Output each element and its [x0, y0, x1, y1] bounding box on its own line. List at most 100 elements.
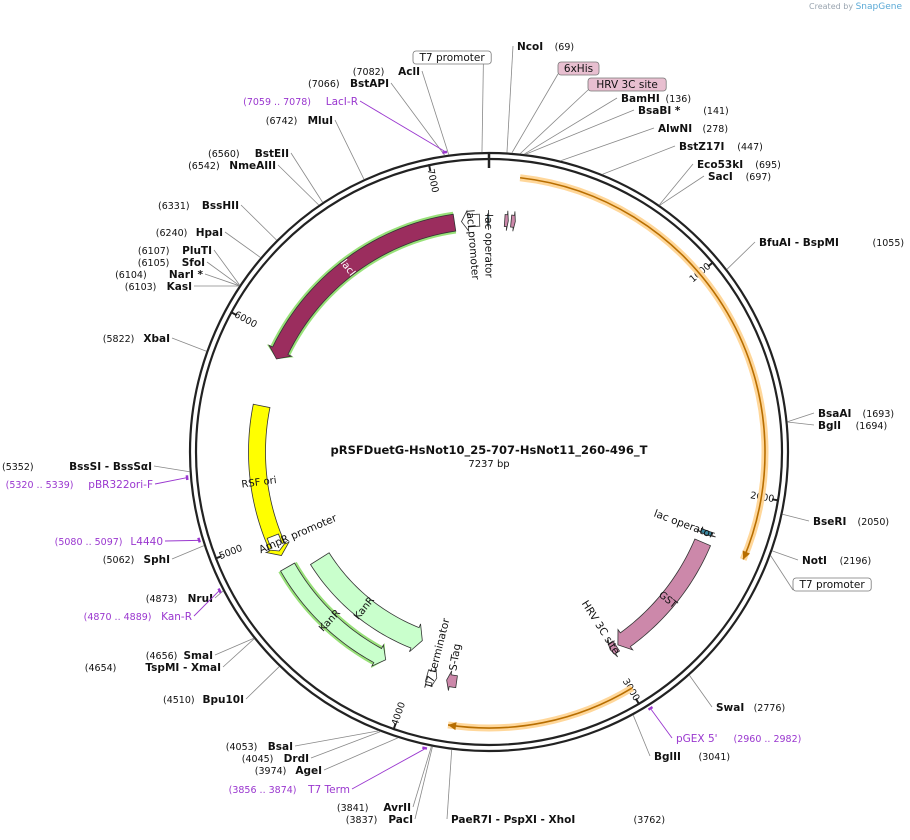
boxed-label-t7-promoter[interactable]: T7 promoter	[412, 50, 492, 65]
site-noti[interactable]: NotI(2196)	[802, 555, 871, 567]
site-bsshii[interactable]: BssHII(6331)	[158, 200, 239, 212]
site-smai[interactable]: SmaI(4656)	[146, 650, 213, 662]
site-name: BstAPI	[350, 78, 389, 90]
site-position: (6742)	[266, 116, 298, 127]
site-pluti[interactable]: PluTI (6107)	[138, 245, 212, 257]
site-bfuai[interactable]: BfuAI - BspMI(1055)	[759, 237, 904, 249]
primer-pgex-5-[interactable]: pGEX 5'(2960 .. 2982)	[676, 733, 801, 745]
site-leader-line	[632, 714, 651, 757]
feature-ampr-promoter[interactable]	[266, 533, 288, 552]
site-position: (6107)	[138, 246, 170, 257]
site-sphi[interactable]: SphI(5062)	[103, 554, 170, 566]
site-leader-line	[171, 337, 207, 352]
site-bstapi[interactable]: BstAPI(7066)	[308, 78, 389, 90]
site-eco53ki[interactable]: Eco53kI(695)	[697, 159, 781, 171]
orf-arc-glow	[519, 174, 769, 561]
site-paci[interactable]: PacI(3837)	[346, 814, 413, 826]
primer-name: pGEX 5'	[676, 733, 718, 745]
site-bpu10i[interactable]: Bpu10I(4510)	[163, 694, 244, 706]
site-drdi[interactable]: DrdI(4045)	[242, 753, 309, 765]
site-nari[interactable]: NarI *(6104)	[115, 269, 203, 281]
site-paer7i[interactable]: PaeR7I - PspXI - XhoI(3762)	[451, 814, 665, 826]
label-box	[587, 77, 667, 92]
site-bsai[interactable]: BsaI(4053)	[226, 741, 293, 753]
snapgene-credit: Created by SnapGene	[809, 2, 902, 12]
primer-mark	[647, 706, 654, 711]
site-name: PluTI	[182, 245, 212, 257]
site-nmeaiii[interactable]: NmeAIII(6542)	[188, 160, 276, 172]
site-leader-line	[224, 231, 261, 258]
site-leader-line	[525, 109, 635, 155]
label-text: T7 promoter	[799, 579, 866, 591]
site-xbai[interactable]: XbaI(5822)	[103, 333, 170, 345]
site-tspmi[interactable]: TspMI - XmaI(4654)	[85, 662, 221, 674]
site-name: BsaI	[268, 741, 293, 753]
site-position: (447)	[737, 142, 763, 153]
feature-lac-operator[interactable]	[696, 528, 716, 538]
site-leader-line	[689, 675, 713, 708]
primer-name: Kan-R	[161, 611, 192, 623]
site-bseri[interactable]: BseRI(2050)	[813, 516, 889, 528]
primer-l4440[interactable]: L4440(5080 .. 5097)	[55, 536, 163, 548]
feature-s-tag[interactable]	[446, 670, 458, 691]
site-leader-line	[390, 82, 445, 156]
tick-label: 5000	[218, 543, 245, 562]
site-position: (1055)	[873, 238, 905, 249]
site-bglii[interactable]: BglII(3041)	[654, 751, 730, 763]
label-box	[557, 61, 600, 76]
feature-6xhis[interactable]	[503, 210, 509, 231]
site-bstz17i[interactable]: BstZ17I(447)	[679, 141, 763, 153]
site-agei[interactable]: AgeI(3974)	[255, 765, 322, 777]
site-bsaai[interactable]: BsaAI(1693)	[818, 408, 894, 420]
site-mlui[interactable]: MluI(6742)	[266, 115, 333, 127]
site-bsteii[interactable]: BstEII(6560)	[208, 148, 289, 160]
primer-t7-term[interactable]: T7 Term(3856 .. 3874)	[229, 784, 350, 796]
site-nrui[interactable]: NruI(4873)	[146, 593, 213, 605]
site-ncoi[interactable]: NcoI(69)	[517, 41, 574, 53]
feature-kanr-inner[interactable]	[309, 552, 423, 653]
boxed-label-hrv-3c-site[interactable]: HRV 3C site	[587, 77, 667, 92]
feature-hrv-3c-site[interactable]	[606, 639, 621, 658]
boxed-label-6xhis[interactable]: 6xHis	[557, 61, 600, 76]
feature-label: S-Tag	[447, 643, 463, 672]
tick-mark	[427, 163, 432, 172]
feature-laci[interactable]	[268, 213, 457, 360]
feature-t7-terminator[interactable]	[424, 667, 438, 688]
primer-laci-r[interactable]: LacI-R(7059 .. 7078)	[243, 96, 358, 108]
site-leader-line	[214, 637, 255, 656]
site-leader-line	[560, 127, 655, 162]
site-bsssi[interactable]: BssSI - BssSαI(5352)	[2, 461, 152, 473]
site-bamhi[interactable]: BamHI(136)	[621, 93, 691, 105]
feature-hrv-3c[interactable]	[510, 211, 516, 232]
site-avrii[interactable]: AvrII(3841)	[337, 802, 411, 814]
site-name: BstEII	[255, 148, 289, 160]
site-name: BamHI	[621, 93, 660, 105]
site-swai[interactable]: SwaI(2776)	[716, 702, 785, 714]
primer-kan-r[interactable]: Kan-R(4870 .. 4889)	[84, 611, 192, 623]
feature-lac-operator-top[interactable]	[487, 209, 490, 231]
site-name: AlwNI	[658, 123, 692, 135]
primer-range: (5080 .. 5097)	[55, 537, 123, 548]
site-sfoi[interactable]: SfoI(6105)	[138, 257, 205, 269]
site-saci[interactable]: SacI(697)	[708, 171, 771, 183]
feature-rsf-ori[interactable]	[248, 403, 290, 556]
site-kasi[interactable]: KasI(6103)	[125, 281, 192, 293]
site-position: (3041)	[699, 752, 731, 763]
feature-gst[interactable]	[617, 538, 712, 651]
site-position: (141)	[703, 106, 729, 117]
primer-mark	[422, 746, 428, 750]
primer-pbr322ori-f[interactable]: pBR322ori-F(5320 .. 5339)	[6, 479, 153, 491]
site-name: NcoI	[517, 41, 543, 53]
site-name: KasI	[167, 281, 192, 293]
site-acli[interactable]: AclI(7082)	[353, 66, 420, 78]
feature-kanr-outer[interactable]	[280, 562, 387, 667]
site-alwni[interactable]: AlwNI(278)	[658, 123, 728, 135]
site-bgli[interactable]: BglI(1694)	[818, 420, 887, 432]
site-bsabi[interactable]: BsaBI *(141)	[638, 105, 729, 117]
site-hpai[interactable]: HpaI(6240)	[156, 227, 223, 239]
site-leader-line	[323, 737, 399, 771]
boxed-label-t7-promoter[interactable]: T7 promoter	[792, 577, 872, 592]
plasmid-name: pRSFDuetG-HsNot10_25-707-HsNot11_260-496…	[331, 443, 648, 458]
feature-laci-promoter[interactable]	[460, 209, 481, 233]
tick-mark	[771, 498, 780, 502]
